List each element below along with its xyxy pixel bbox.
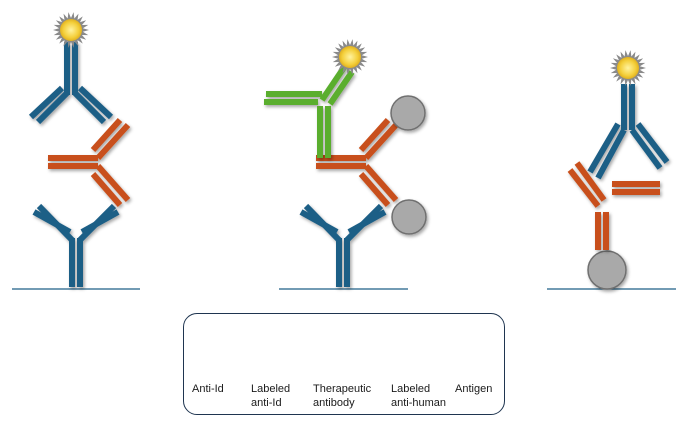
panel-anti-human-detection — [264, 39, 427, 290]
labeled-anti-id-antibody — [28, 42, 114, 125]
therapeutic-antibody — [316, 117, 399, 207]
legend-label-anti-id: Anti-Id — [192, 383, 224, 395]
labeled-anti-id-antibody — [587, 84, 670, 180]
panel-antigen-capture — [547, 50, 676, 290]
captured-anti-id-antibody — [299, 203, 387, 287]
legend-box — [183, 313, 505, 415]
fluorescent-label-icon — [610, 50, 646, 86]
captured-anti-id-antibody — [32, 203, 120, 287]
panel-bridging-assay — [12, 12, 140, 290]
fluorescent-label-icon — [332, 39, 368, 75]
antigen-bottom — [391, 199, 427, 235]
antigen-top — [390, 95, 426, 131]
antigen-captured — [587, 250, 627, 290]
legend-label-antigen: Antigen — [455, 383, 493, 395]
legend-label-labeled-anti-human: Labeled anti-human — [391, 383, 447, 409]
legend-label-labeled-anti-id: Labeled anti-Id — [251, 383, 291, 409]
labeled-anti-human-antibody — [264, 64, 355, 158]
legend-label-therapeutic-antibody: Therapeutic antibody — [313, 383, 372, 409]
fluorescent-label-icon — [53, 12, 89, 48]
therapeutic-antibody — [567, 161, 660, 250]
therapeutic-antibody-bridge — [48, 117, 131, 207]
